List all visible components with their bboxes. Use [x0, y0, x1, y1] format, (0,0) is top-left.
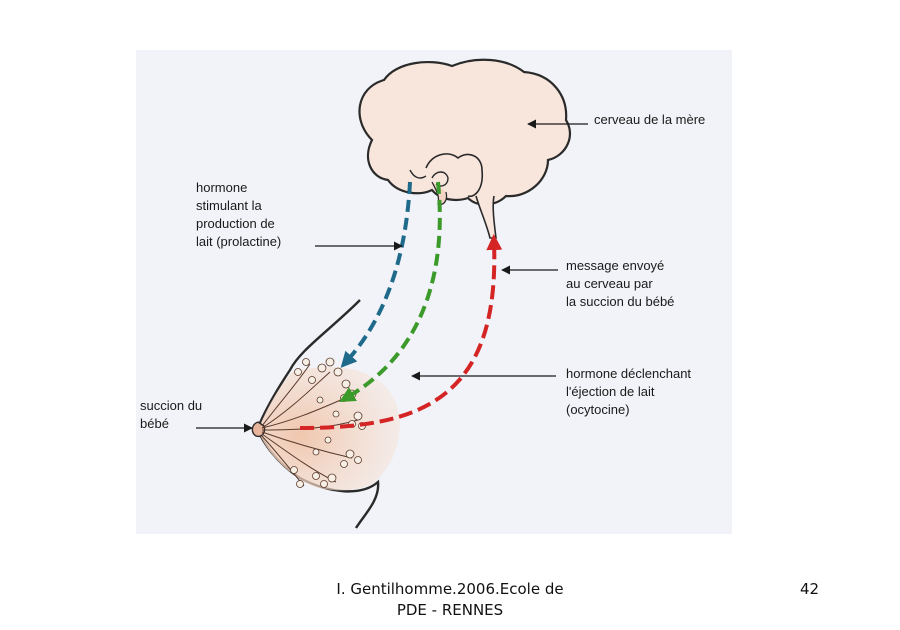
nerve-signal-arrow	[299, 234, 503, 430]
footer-credit-line1: I. Gentilhomme.2006.Ecole de	[336, 580, 564, 598]
suckling-label: succion du bébé	[140, 398, 206, 431]
brain-label: cerveau de la mère	[594, 112, 705, 127]
prolactin-pathway-arrow	[340, 181, 412, 368]
page-number: 42	[800, 580, 820, 598]
prolactin-label: hormone stimulant la production de lait …	[196, 180, 281, 249]
footer-credit-line2: PDE - RENNES	[396, 601, 504, 619]
oxytocin-label: hormone déclenchant l'éjection de lait (…	[566, 366, 695, 417]
footer-credit: I. Gentilhomme.2006.Ecole de PDE - RENNE…	[300, 579, 600, 621]
message-label: message envoyé au cerveau par la succion…	[566, 258, 674, 309]
